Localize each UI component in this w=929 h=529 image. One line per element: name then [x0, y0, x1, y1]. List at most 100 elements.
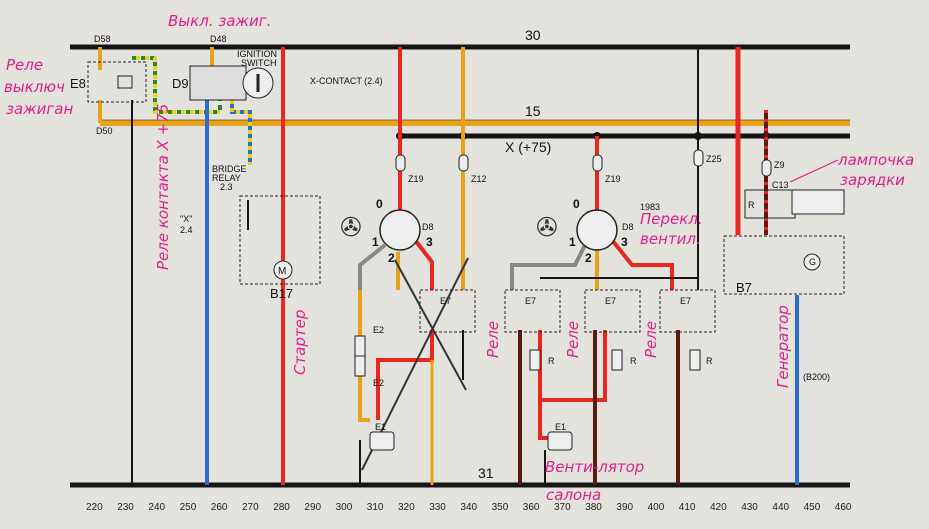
- e8-label: E8: [70, 76, 86, 91]
- e7-label: E7: [605, 296, 616, 306]
- note-fan-switch: вентил.: [640, 230, 701, 248]
- handwritten-notes: Выкл. зажиг. Реле выключ зажиган Реле ко…: [4, 12, 914, 504]
- scale-tick-label: 400: [648, 502, 665, 513]
- note-x-relay: Реле контакта X +75: [154, 104, 172, 270]
- scale-tick-label: 280: [273, 502, 290, 513]
- pos-0: 0: [573, 197, 580, 211]
- note-relay: выключ: [4, 78, 65, 96]
- scale-tick-label: 250: [180, 502, 197, 513]
- scale-tick-label: 340: [460, 502, 477, 513]
- x-contact-label: X-CONTACT (2.4): [310, 76, 383, 86]
- ignition-switch-d9: [189, 65, 247, 101]
- scale-tick-label: 270: [242, 502, 259, 513]
- blower-motor-e1-right: [547, 431, 573, 451]
- z19-label: Z19: [408, 174, 424, 184]
- scale-tick-label: 320: [398, 502, 415, 513]
- e7-label: E7: [440, 296, 451, 306]
- scale-tick-label: 290: [304, 502, 321, 513]
- e2-label: E2: [373, 325, 384, 335]
- starter-motor-icon: [273, 260, 293, 280]
- d50-label: D50: [96, 126, 113, 136]
- scale-tick-label: 460: [835, 502, 852, 513]
- pos-0: 0: [376, 197, 383, 211]
- scale-tick-label: 330: [429, 502, 446, 513]
- e2-label: E2: [373, 378, 384, 388]
- note-salon: салона: [546, 486, 601, 504]
- z19-label: Z19: [605, 174, 621, 184]
- note-lamp: зарядки: [840, 171, 905, 189]
- pos-1: 1: [569, 235, 576, 249]
- column-scale: 220 230 240 250 260 270 280 290 300 310 320 330 340 3…: [86, 502, 852, 513]
- scale-tick-label: 420: [710, 502, 727, 513]
- c13-label: C13: [772, 180, 789, 190]
- scale-tick-label: 240: [148, 502, 165, 513]
- z25-label: Z25: [706, 154, 722, 164]
- blower-motor-e1-left: [369, 431, 395, 451]
- ignition-label: IGNITION: [237, 49, 277, 59]
- d8-label: D8: [622, 222, 634, 232]
- scale-tick-label: 370: [554, 502, 571, 513]
- note-fan: Венти-лятор: [545, 458, 644, 476]
- scale-tick-label: 260: [211, 502, 228, 513]
- scale-tick-label: 360: [523, 502, 540, 513]
- resistor-label: R: [748, 200, 755, 210]
- regulator: [791, 189, 845, 215]
- svg-text:G: G: [809, 257, 816, 267]
- alternator-b7: [723, 235, 845, 295]
- resistor-label: R: [548, 356, 555, 366]
- bridge-label: BRIDGE: [212, 164, 247, 174]
- note-lamp: лампочка: [837, 151, 914, 169]
- d9-label: D9: [172, 76, 189, 91]
- resistor-label: R: [706, 356, 713, 366]
- note-relay: Реле: [484, 321, 502, 358]
- pos-2: 2: [585, 251, 592, 265]
- resistor-label: R: [630, 356, 637, 366]
- pos-3: 3: [426, 235, 433, 249]
- scale-tick-label: 350: [492, 502, 509, 513]
- pos-3: 3: [621, 235, 628, 249]
- scale-tick-label: 410: [679, 502, 696, 513]
- scale-tick-label: 430: [741, 502, 758, 513]
- x-relay-label: "X": [180, 214, 192, 224]
- svg-text:M: M: [278, 266, 286, 277]
- d8-label: D8: [422, 222, 434, 232]
- scale-tick-label: 230: [117, 502, 134, 513]
- b17-label: B17: [270, 286, 293, 301]
- note-fan-switch: Перекл.: [640, 210, 703, 228]
- bus-15-label: 15: [525, 103, 541, 119]
- e1-label: E1: [555, 422, 566, 432]
- note-ignition-off: Выкл. зажиг.: [168, 12, 271, 30]
- z12-label: Z12: [471, 174, 487, 184]
- b7-label: B7: [736, 280, 752, 295]
- scale-tick-label: 440: [772, 502, 789, 513]
- bridge-ref: 2.3: [220, 182, 233, 192]
- components: M ✇ ✇ G: [87, 61, 845, 451]
- z9-label: Z9: [774, 160, 785, 170]
- note-relay: Реле: [564, 321, 582, 358]
- pos-1: 1: [372, 235, 379, 249]
- note-generator: Генератор: [774, 305, 792, 388]
- fan-switch-d8-left: [379, 209, 421, 251]
- pos-2: 2: [388, 251, 395, 265]
- d58-label: D58: [94, 34, 111, 44]
- x-relay-ref: 2.4: [180, 225, 193, 235]
- b200-label: (B200): [803, 372, 830, 382]
- scale-tick-label: 450: [804, 502, 821, 513]
- e1-label: E1: [375, 422, 386, 432]
- fan-switch-d8-right: [576, 209, 618, 251]
- starter-relay-box: [239, 195, 321, 285]
- bus-30-label: 30: [525, 27, 541, 43]
- scale-tick-label: 220: [86, 502, 103, 513]
- scale-tick-label: 310: [367, 502, 384, 513]
- scale-tick-label: 390: [616, 502, 633, 513]
- scale-tick-label: 300: [336, 502, 353, 513]
- labels: 30 15 X (+75) 31 D58 D48 D50 E8 D9 IGNIT…: [70, 27, 830, 481]
- year-label: 1983: [640, 202, 660, 212]
- scale-tick-label: 380: [585, 502, 602, 513]
- note-relay: Реле: [6, 56, 43, 74]
- d48-label: D48: [210, 34, 227, 44]
- bus-x-label: X (+75): [505, 139, 551, 155]
- switch-label: SWITCH: [241, 58, 277, 68]
